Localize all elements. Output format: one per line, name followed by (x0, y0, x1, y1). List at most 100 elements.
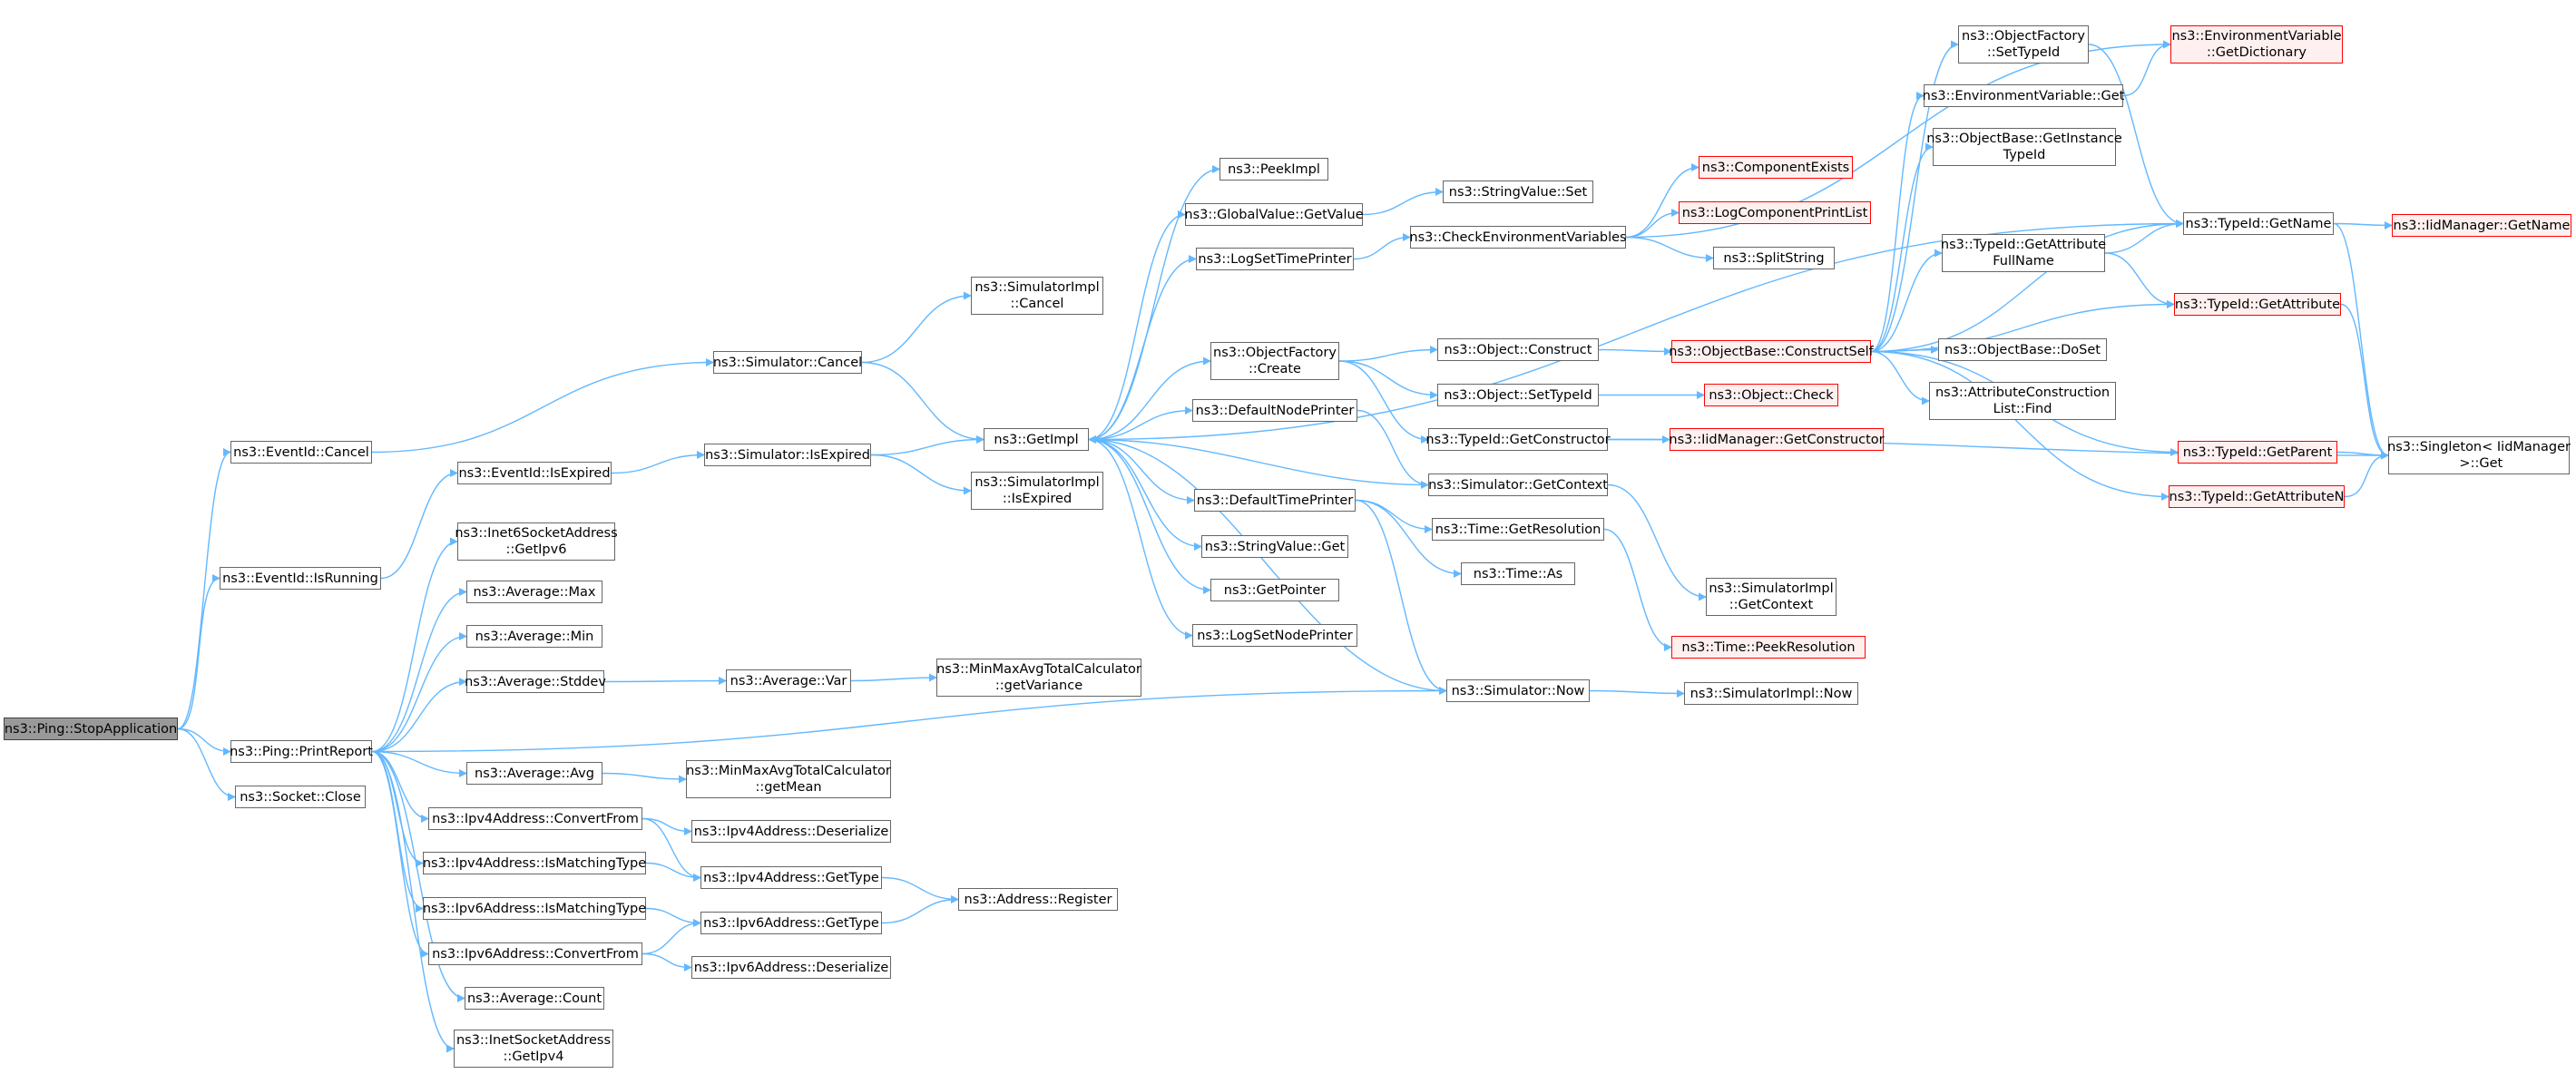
node-printreport[interactable]: ns3::Ping::PrintReport (230, 740, 373, 763)
edge-of_create-to-obj_settypeid (1338, 360, 1438, 399)
node-tid-getconstructor[interactable]: ns3::TypeId::GetConstructor (1425, 428, 1611, 451)
node-componentexists[interactable]: ns3::ComponentExists (1699, 156, 1853, 179)
edge-sim_cancel-to-simimpl_cancel (861, 291, 972, 364)
node-obj-check[interactable]: ns3::Object::Check (1704, 384, 1838, 406)
edge-printreport-to-sim_now (371, 687, 1447, 753)
node-sim-cancel[interactable]: ns3::Simulator::Cancel (713, 351, 862, 374)
node-eid-isrunning[interactable]: ns3::EventId::IsRunning (220, 567, 381, 590)
node-sv-get[interactable]: ns3::StringValue::Get (1201, 535, 1348, 558)
edge-checkenv-to-componentexists (1625, 163, 1699, 239)
node-envvar-getdictionary[interactable]: ns3::EnvironmentVariable ::GetDictionary (2170, 25, 2343, 63)
node-gv-getvalue[interactable]: ns3::GlobalValue::GetValue (1184, 203, 1364, 226)
node-eid-cancel[interactable]: ns3::EventId::Cancel (230, 441, 372, 464)
edge-avg_stddev-to-avg_var (603, 677, 727, 686)
edge-getimpl-to-of_create (1088, 356, 1211, 441)
edge-sim_isexpired-to-getimpl (870, 435, 984, 456)
edge-tid_getname-to-singleton_get (2333, 222, 2389, 460)
node-time-getresolution[interactable]: ns3::Time::GetResolution (1432, 518, 1604, 541)
node-logsetnodeprinter[interactable]: ns3::LogSetNodePrinter (1192, 624, 1357, 647)
node-sim-now[interactable]: ns3::Simulator::Now (1446, 679, 1590, 702)
node-simimpl-now[interactable]: ns3::SimulatorImpl::Now (1684, 682, 1858, 705)
node-logsettimeprinter[interactable]: ns3::LogSetTimePrinter (1196, 248, 1354, 270)
node-objbase-getinstancetypeid[interactable]: ns3::ObjectBase::GetInstance TypeId (1926, 128, 2122, 166)
edge-sim_getcontext-to-simimpl_getcontext (1607, 483, 1707, 601)
node-inet-getipv4[interactable]: ns3::InetSocketAddress ::GetIpv4 (454, 1030, 613, 1068)
edge-getimpl-to-getpointer (1088, 438, 1211, 594)
node-ipv6-convertfrom[interactable]: ns3::Ipv6Address::ConvertFrom (428, 942, 642, 965)
node-sim-isexpired[interactable]: ns3::Simulator::IsExpired (704, 444, 871, 466)
node-ipv6-deserialize[interactable]: ns3::Ipv6Address::Deserialize (691, 956, 891, 979)
node-time-as[interactable]: ns3::Time::As (1461, 562, 1575, 585)
node-objbase-constructself[interactable]: ns3::ObjectBase::ConstructSelf (1669, 340, 1874, 363)
node-tid-getattribute[interactable]: ns3::TypeId::GetAttribute (2174, 293, 2341, 316)
edge-of_create-to-tid_getconstructor (1338, 360, 1429, 444)
node-singleton-get[interactable]: ns3::Singleton< IidManager >::Get (2387, 436, 2571, 474)
node-ipv4-ismatching[interactable]: ns3::Ipv4Address::IsMatchingType (423, 852, 646, 874)
edge-defaulttimeprinter-to-time_as (1355, 499, 1462, 578)
node-avg-stddev[interactable]: ns3::Average::Stddev (465, 670, 606, 693)
node-sim-getcontext[interactable]: ns3::Simulator::GetContext (1428, 474, 1608, 496)
node-eid-isexpired[interactable]: ns3::EventId::IsExpired (457, 462, 612, 484)
node-sv-set[interactable]: ns3::StringValue::Set (1443, 181, 1593, 203)
node-simimpl-isexpired[interactable]: ns3::SimulatorImpl ::IsExpired (971, 472, 1103, 510)
node-obj-settypeid[interactable]: ns3::Object::SetTypeId (1437, 384, 1599, 406)
node-simimpl-getcontext[interactable]: ns3::SimulatorImpl ::GetContext (1706, 578, 1837, 616)
node-ipv6-ismatching[interactable]: ns3::Ipv6Address::IsMatchingType (423, 897, 646, 920)
node-iidmgr-getconstructor[interactable]: ns3::IidManager::GetConstructor (1669, 428, 1885, 451)
node-splitstring[interactable]: ns3::SplitString (1713, 247, 1835, 269)
node-of-create[interactable]: ns3::ObjectFactory ::Create (1210, 342, 1339, 380)
edge-ipv4_convertfrom-to-ipv4_gettype (642, 817, 701, 882)
node-tid-getattributen[interactable]: ns3::TypeId::GetAttributeN (2169, 485, 2345, 508)
edge-sim_isexpired-to-simimpl_isexpired (870, 454, 972, 495)
node-ipv4-convertfrom[interactable]: ns3::Ipv4Address::ConvertFrom (428, 807, 642, 830)
edge-avg_avg-to-mmatc_getmean (602, 772, 687, 784)
node-envvar-get[interactable]: ns3::EnvironmentVariable::Get (1923, 84, 2124, 107)
node-getpointer[interactable]: ns3::GetPointer (1210, 579, 1339, 601)
edge-tid_getattribute-to-singleton_get (2340, 303, 2389, 460)
node-getimpl[interactable]: ns3::GetImpl (984, 428, 1089, 451)
node-tid-getname[interactable]: ns3::TypeId::GetName (2183, 212, 2334, 235)
node-defaulttimeprinter[interactable]: ns3::DefaultTimePrinter (1194, 489, 1356, 512)
node-tid-getattributefullname[interactable]: ns3::TypeId::GetAttribute FullName (1941, 234, 2106, 272)
node-ipv4-gettype[interactable]: ns3::Ipv4Address::GetType (700, 866, 882, 889)
node-attrconstruction-find[interactable]: ns3::AttributeConstruction List::Find (1929, 382, 2116, 420)
edge-stopapp-to-eid_isrunning (177, 574, 220, 730)
node-checkenv[interactable]: ns3::CheckEnvironmentVariables (1409, 226, 1627, 249)
node-inet6-getipv6[interactable]: ns3::Inet6SocketAddress ::GetIpv6 (455, 522, 618, 561)
node-defaultnodeprinter[interactable]: ns3::DefaultNodePrinter (1192, 399, 1357, 422)
node-logcomponentprintlist[interactable]: ns3::LogComponentPrintList (1679, 201, 1871, 224)
edge-defaulttimeprinter-to-sim_now (1355, 499, 1447, 695)
node-avg-max[interactable]: ns3::Average::Max (466, 581, 602, 603)
node-ipv6-gettype[interactable]: ns3::Ipv6Address::GetType (700, 912, 882, 934)
edge-objbase_constructself-to-tid_getattribute (1870, 300, 2175, 353)
node-stopapp[interactable]: ns3::Ping::StopApplication (4, 718, 178, 740)
node-time-peekresolution[interactable]: ns3::Time::PeekResolution (1671, 636, 1866, 659)
node-mmatc-getvariance[interactable]: ns3::MinMaxAvgTotalCalculator ::getVaria… (936, 659, 1141, 697)
node-avg-count[interactable]: ns3::Average::Count (465, 987, 604, 1010)
node-peekimpl[interactable]: ns3::PeekImpl (1219, 158, 1328, 181)
node-of-settypeid[interactable]: ns3::ObjectFactory ::SetTypeId (1958, 25, 2089, 63)
edge-checkenv-to-splitstring (1625, 236, 1714, 262)
node-obj-construct[interactable]: ns3::Object::Construct (1437, 338, 1599, 361)
node-iidmgr-getname[interactable]: ns3::IidManager::GetName (2392, 214, 2571, 237)
node-mmatc-getmean[interactable]: ns3::MinMaxAvgTotalCalculator ::getMean (686, 760, 891, 798)
edge-getimpl-to-defaulttimeprinter (1088, 438, 1195, 504)
node-addr-register[interactable]: ns3::Address::Register (958, 888, 1118, 911)
node-objbase-doset[interactable]: ns3::ObjectBase::DoSet (1938, 338, 2107, 361)
node-avg-avg[interactable]: ns3::Average::Avg (466, 762, 602, 785)
edge-ipv6_convertfrom-to-ipv6_gettype (642, 919, 701, 955)
node-ipv4-deserialize[interactable]: ns3::Ipv4Address::Deserialize (691, 820, 891, 843)
edge-printreport-to-avg_count (371, 750, 465, 1002)
edge-gv_getvalue-to-sv_set (1362, 188, 1444, 216)
node-socket-close[interactable]: ns3::Socket::Close (235, 786, 366, 808)
node-avg-var[interactable]: ns3::Average::Var (726, 669, 851, 692)
node-simimpl-cancel[interactable]: ns3::SimulatorImpl ::Cancel (971, 277, 1103, 315)
edge-tid_getattributen-to-singleton_get (2344, 451, 2389, 498)
node-tid-getparent[interactable]: ns3::TypeId::GetParent (2178, 441, 2337, 464)
edge-eid_isexpired-to-sim_isexpired (611, 451, 705, 474)
edge-printreport-to-avg_stddev (371, 678, 467, 753)
node-avg-min[interactable]: ns3::Average::Min (466, 625, 602, 648)
edge-stopapp-to-printreport (177, 727, 231, 756)
edge-stopapp-to-eid_cancel (177, 448, 231, 730)
